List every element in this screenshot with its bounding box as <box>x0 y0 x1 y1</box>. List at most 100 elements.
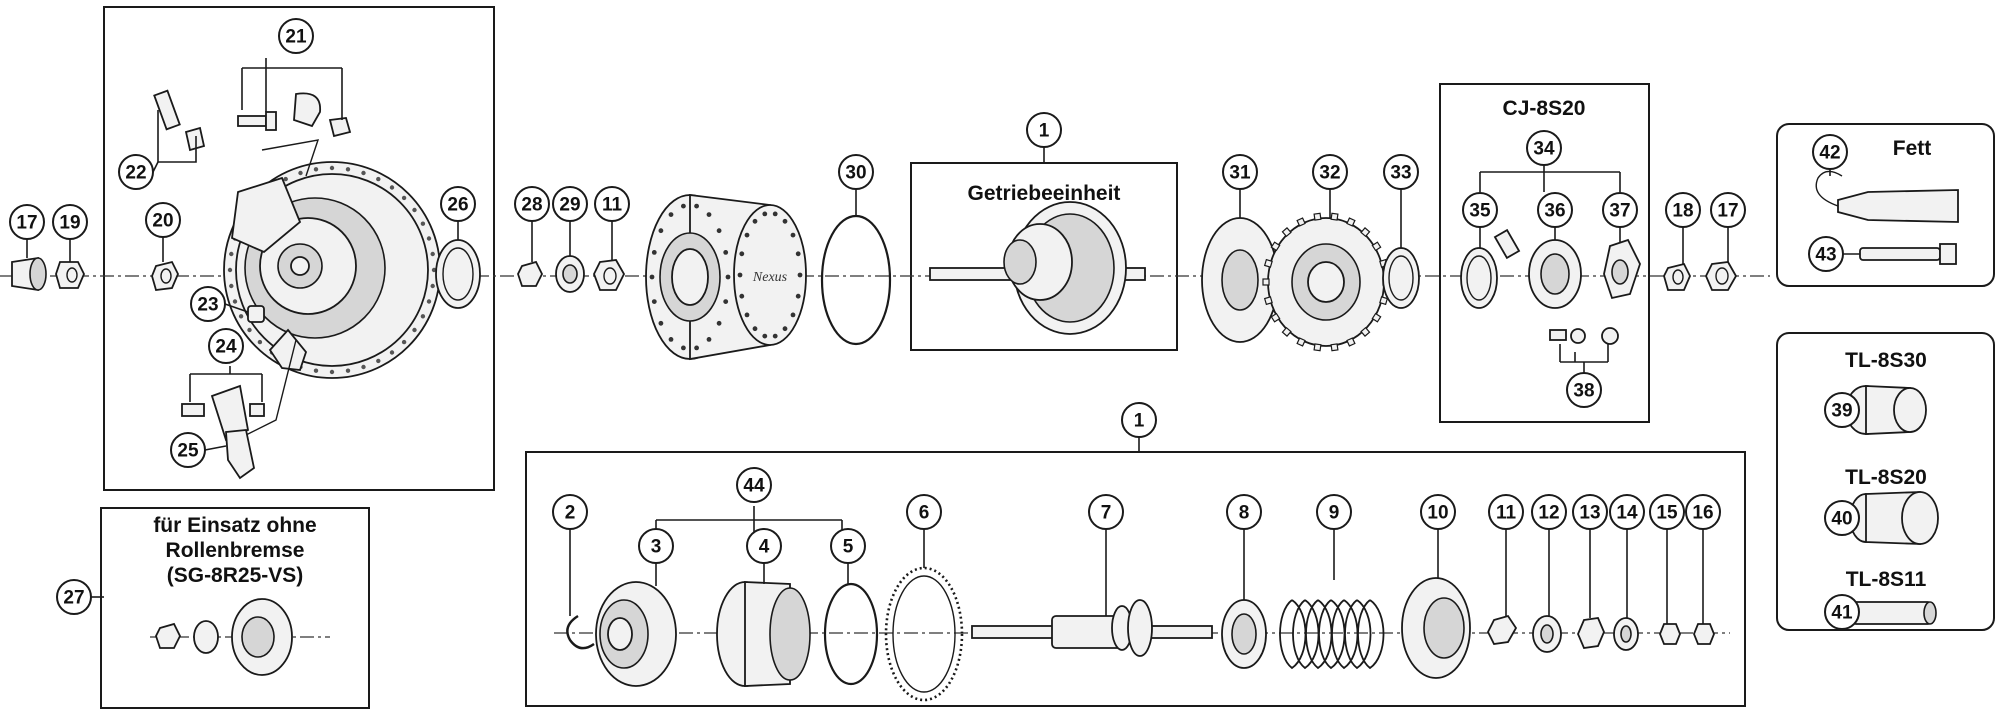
callout-number: 20 <box>152 211 173 232</box>
spoke-hole <box>694 203 699 209</box>
callout-number: 2 <box>565 503 576 524</box>
callout-number: 7 <box>1101 503 1112 524</box>
brake-tooth <box>229 251 234 257</box>
callout-circle <box>594 186 630 222</box>
part-27-no-brake-set <box>155 598 293 676</box>
part-hub-shell: Nexus <box>645 193 807 361</box>
callout-c1a: 1 <box>1026 112 1062 148</box>
part-16-nut <box>1693 623 1715 645</box>
part-4-ring-gear <box>716 581 811 687</box>
tool-tl-8s30-label: TL-8S30 <box>1845 349 1927 372</box>
callout-circle <box>1383 154 1419 190</box>
brake-assembly-box <box>103 6 495 491</box>
spoke-hole <box>797 272 803 278</box>
leader-line-c23 <box>224 303 249 313</box>
callout-circle <box>118 154 154 190</box>
callout-c39: 39 <box>1824 392 1860 428</box>
callout-c30: 30 <box>838 154 874 190</box>
callout-c18: 18 <box>1665 192 1701 228</box>
callout-circle <box>278 18 314 54</box>
sprocket-tooth <box>1281 326 1292 337</box>
callout-number: 12 <box>1538 503 1559 524</box>
callout-number: 26 <box>447 195 468 216</box>
no-roller-title-line-1: für Einsatz ohne <box>153 514 316 537</box>
callout-c15: 15 <box>1649 494 1685 530</box>
callout-number: 11 <box>1496 503 1517 524</box>
brake-tooth <box>376 358 381 364</box>
callout-number: 17 <box>1717 201 1738 222</box>
callout-circle <box>1462 192 1498 228</box>
callout-c13: 13 <box>1572 494 1608 530</box>
part-5-ring <box>823 582 879 686</box>
part-11-lock-nut-internal <box>1486 614 1518 645</box>
part-10-clutch <box>1401 577 1471 679</box>
callout-c3: 3 <box>638 528 674 564</box>
sprocket-tooth <box>1330 212 1339 221</box>
spoke-hole <box>668 212 674 218</box>
spoke-hole <box>681 203 686 209</box>
no-roller-title-line-3: (SG-8R25-VS) <box>167 564 304 587</box>
part-8-ring-gear-small <box>1221 599 1267 669</box>
callout-circle <box>9 204 45 240</box>
part-33-snap-ring <box>1382 247 1420 309</box>
callout-c28: 28 <box>514 186 550 222</box>
brake-tooth <box>412 207 417 213</box>
callout-number: 33 <box>1390 163 1411 184</box>
callout-c40: 40 <box>1824 500 1860 536</box>
internals-box <box>525 451 1746 707</box>
callout-number: 1 <box>1039 121 1050 142</box>
callout-number: 21 <box>285 27 307 48</box>
callout-c11b: 11 <box>1488 494 1524 530</box>
sprocket-tooth <box>1262 278 1270 286</box>
part-21-band-clamp <box>237 92 352 138</box>
part-roller-brake-unit <box>223 139 441 437</box>
part-39-tool-tl-8s30 <box>1845 385 1927 435</box>
brake-tooth <box>232 299 238 304</box>
part-24-screws <box>181 384 265 442</box>
callout-c32: 32 <box>1312 154 1348 190</box>
spoke-hole <box>694 345 699 351</box>
callout-c44: 44 <box>736 467 772 503</box>
sprocket-tooth <box>1313 343 1322 352</box>
callout-circle <box>1602 192 1638 228</box>
spoke-hole <box>658 320 664 326</box>
callout-c14: 14 <box>1609 494 1645 530</box>
spoke-hole <box>737 272 743 278</box>
callout-circle <box>906 494 942 530</box>
callout-c1b: 1 <box>1121 402 1157 438</box>
spoke-hole <box>723 250 729 255</box>
callout-circle <box>1824 594 1860 630</box>
brake-tooth <box>426 299 432 304</box>
spoke-hole <box>752 326 758 332</box>
callout-number: 25 <box>177 441 199 462</box>
callout-number: 36 <box>1544 201 1565 222</box>
spoke-hole <box>651 299 657 304</box>
callout-c17a: 17 <box>9 204 45 240</box>
callout-circle <box>1121 402 1157 438</box>
callout-c25: 25 <box>170 432 206 468</box>
callout-c41: 41 <box>1824 594 1860 630</box>
part-18-lock-washer-right <box>1663 262 1691 291</box>
callout-c38: 38 <box>1566 372 1602 408</box>
callout-circle <box>1609 494 1645 530</box>
spoke-hole <box>658 228 664 234</box>
brake-tooth <box>313 167 319 172</box>
sprocket-tooth <box>1263 296 1273 306</box>
callout-circle <box>56 579 92 615</box>
callout-c2: 2 <box>552 494 588 530</box>
callout-circle <box>746 528 782 564</box>
spoke-hole <box>790 232 796 238</box>
part-30-ring <box>820 214 892 346</box>
brake-tooth <box>389 185 395 190</box>
callout-circle <box>1488 494 1524 530</box>
bracket-44 <box>655 506 843 536</box>
callout-circle <box>1710 192 1746 228</box>
callout-circle <box>1526 130 1562 166</box>
callout-number: 42 <box>1819 143 1840 164</box>
callout-number: 15 <box>1656 503 1678 524</box>
brake-tooth <box>229 283 234 289</box>
callout-circle <box>1572 494 1608 530</box>
brake-tooth <box>420 314 426 319</box>
gear-unit-title: Getriebeeinheit <box>968 182 1121 205</box>
